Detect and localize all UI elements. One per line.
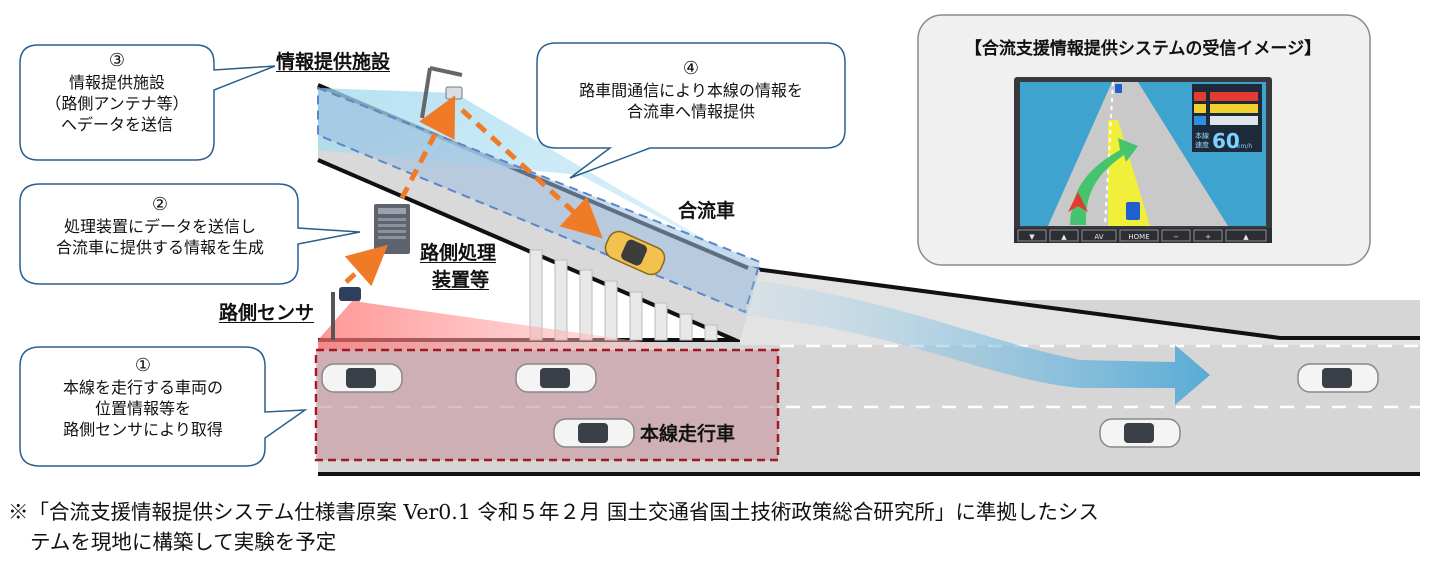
mainline-car-icon [321,363,403,393]
mainline-car-icon [515,363,597,393]
nav-button[interactable] [1017,229,1047,242]
speed-value: 60 [1212,129,1240,153]
bubble-line: 合流車に提供する情報を生成 [55,238,264,257]
merging-car-icon [604,230,666,276]
nav-button[interactable] [1225,229,1267,242]
bubble-line: 路車間通信により本線の情報を [579,81,803,100]
bubble-line: 路側センサにより取得 [63,420,223,439]
mainline-cars-label: 本線走行車 [640,423,736,445]
bubble-1-shape [19,346,308,467]
roadside-sensor-icon [331,287,361,340]
bubble-3-shape [19,44,276,161]
step-number: ② [151,194,169,215]
nav-button[interactable] [1081,229,1117,242]
receiver-panel-title: 【合流支援情報提供システムの受信イメージ】 [964,39,1322,59]
footnote-line-1: ※「合流支援情報提供システム仕様書原案 Ver0.1 令和５年２月 国土交通省国… [8,500,1099,524]
nav-screen: 本線 速度 60 km/h ▼ ▲ AV HOME − + ▲ [1014,77,1272,243]
nav-button-label: + [1205,233,1211,241]
sensor-label: 路側センサ [219,302,315,324]
nav-button-label: − [1173,233,1179,241]
bubble-line: （路側アンテナ等） [45,94,189,113]
step-number: ④ [682,58,700,79]
bubble-line: 本線を走行する車両の [62,378,223,397]
bubble-2-shape [19,183,361,285]
flow-arrow [740,278,1210,405]
processor-label-2: 装置等 [432,269,490,291]
own-vehicle-marker [1068,192,1088,212]
ramp-supports [529,249,718,341]
mainline-car-icon [1297,363,1379,393]
mainline-car-icon [1099,418,1181,448]
data-flow-arrows [344,95,603,287]
bubble-2-text: ② 処理装置にデータを送信し 合流車に提供する情報を生成 [24,194,296,258]
bubble-4-shape [536,42,846,179]
nav-button-label: ▲ [1243,233,1249,241]
bubble-line: 合流車へ情報提供 [626,102,755,121]
merging-car-label: 合流車 [678,200,736,222]
nav-button-row: ▼ ▲ AV HOME − + ▲ [1017,229,1267,242]
bubble-1-text: ① 本線を走行する車両の 位置情報等を 路側センサにより取得 [24,355,262,440]
nav-button-label: AV [1094,233,1103,241]
speed-label-1: 本線 [1195,131,1209,140]
nav-button[interactable] [1161,229,1191,242]
nav-button-label: ▲ [1061,233,1067,241]
bubble-3-text: ③ 情報提供施設 （路側アンテナ等） へデータを送信 [24,50,210,135]
nav-button[interactable] [1119,229,1159,242]
footnote: ※「合流支援情報提供システム仕様書原案 Ver0.1 令和５年２月 国土交通省国… [8,497,1433,557]
processor-label-1: 路側処理 [420,242,497,264]
step-number: ① [134,355,152,376]
merge-path-arrow [1070,138,1138,225]
nav-button[interactable] [1049,229,1079,242]
bubble-line: へデータを送信 [60,115,173,134]
sensor-cone [318,292,700,350]
bubble-line: 情報提供施設 [68,73,165,92]
nav-button-label: HOME [1128,233,1149,241]
bubble-line: 位置情報等を [94,399,191,418]
footnote-line-2: テムを現地に構築して実験を予定 [30,530,337,554]
speed-label-2: 速度 [1195,140,1209,149]
speed-unit: km/h [1237,143,1252,150]
nav-button[interactable] [1193,229,1223,242]
facility-label: 情報提供施設 [276,51,391,73]
step-number: ③ [108,50,126,71]
nav-button-label: ▼ [1029,233,1035,241]
bubble-line: 処理装置にデータを送信し [63,217,256,236]
roadside-processor-icon [374,204,410,254]
bubble-4-text: ④ 路車間通信により本線の情報を 合流車へ情報提供 [541,58,841,122]
mainline-car-icon [553,418,635,448]
